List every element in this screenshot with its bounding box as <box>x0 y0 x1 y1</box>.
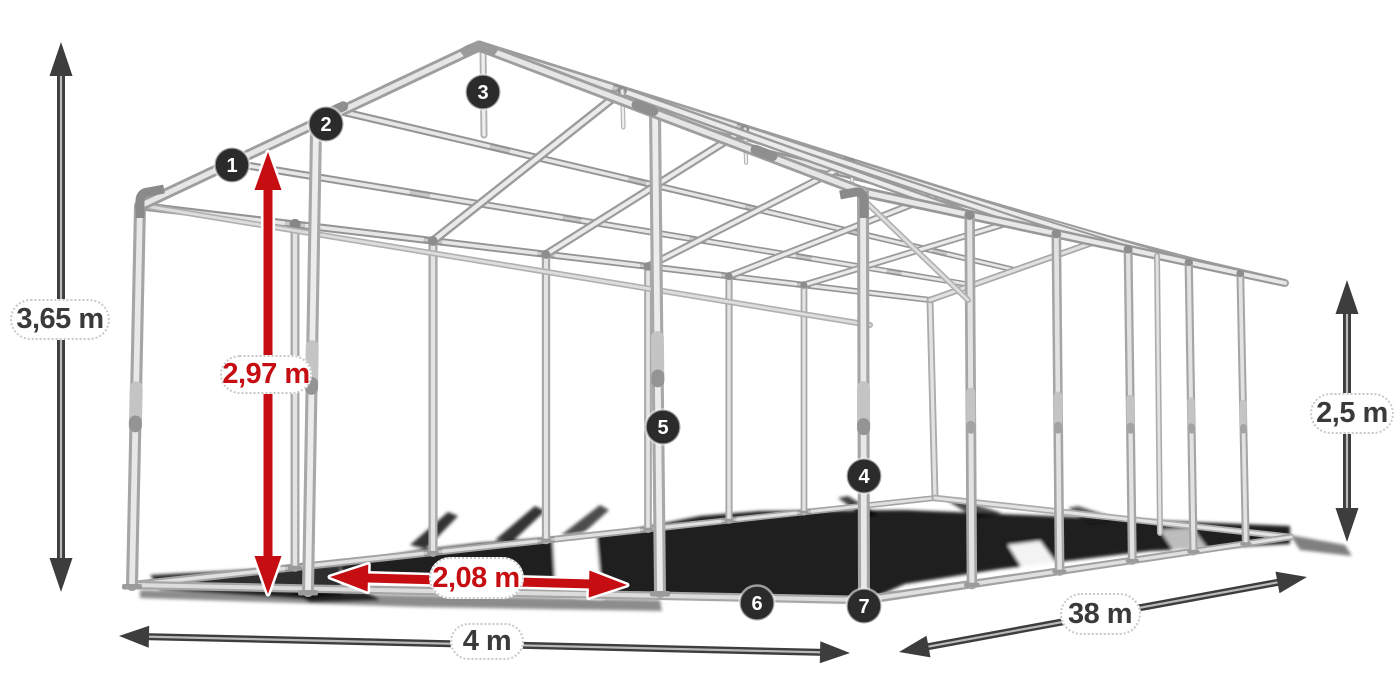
svg-text:6: 6 <box>751 593 762 615</box>
svg-text:3: 3 <box>477 82 488 104</box>
svg-text:7: 7 <box>858 596 869 618</box>
svg-text:5: 5 <box>657 417 668 439</box>
svg-text:4: 4 <box>858 466 870 488</box>
svg-text:2: 2 <box>320 114 331 136</box>
svg-text:1: 1 <box>226 155 237 177</box>
